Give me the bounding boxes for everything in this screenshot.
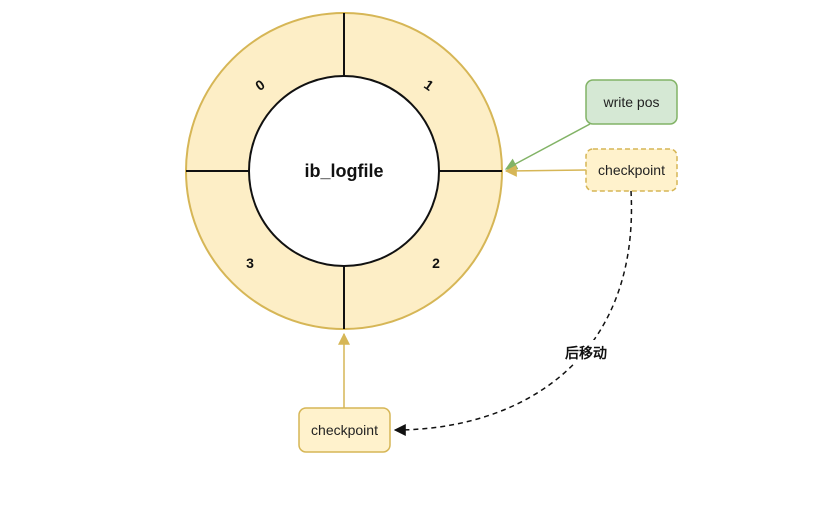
checkpoint-right-label: checkpoint: [598, 162, 665, 178]
write-pos-box: [585, 79, 678, 125]
segment-label-2: 2: [432, 255, 440, 271]
move-label: 后移动: [565, 345, 607, 362]
checkpoint-right-arrow: [504, 164, 587, 177]
checkpoint-bottom-label: checkpoint: [311, 422, 378, 438]
move-dashed-arrow: [393, 190, 633, 436]
center-label: ib_logfile: [304, 161, 383, 181]
move-label-bg: [556, 340, 616, 364]
write-pos-label: write pos: [602, 94, 659, 110]
segment-label-3: 3: [246, 255, 254, 271]
write-pos-arrow: [504, 123, 591, 170]
log-ring-inner: [248, 75, 440, 267]
